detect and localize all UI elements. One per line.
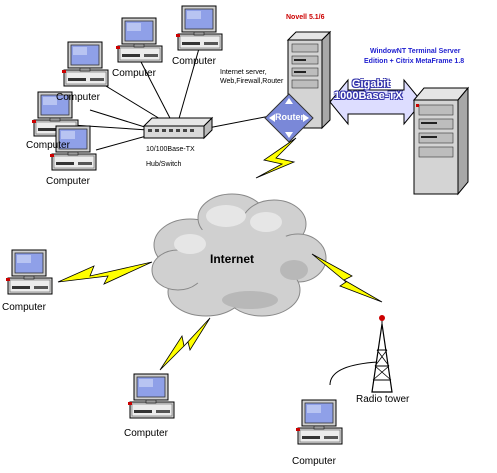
computer-4-label: Computer — [26, 140, 70, 151]
computer-3 — [61, 41, 109, 87]
hub-type-label: Hub/Switch — [146, 161, 182, 168]
router-icon — [264, 93, 314, 143]
radio-tower-label: Radio tower — [356, 394, 410, 405]
hub-model-label: 10/100Base-TX — [146, 146, 195, 153]
computer-2 — [175, 5, 223, 51]
terminal-server-label-line-2: Edition + Citrix MetaFrame 1.8 — [364, 58, 465, 65]
computer-remote-right — [295, 399, 343, 445]
computer-remote-left — [5, 249, 53, 295]
computer-1 — [115, 17, 163, 63]
gigabit-label-line-2: 1000Base-TX — [334, 90, 403, 102]
computer-remote-left-label: Computer — [2, 302, 46, 313]
hub-switch — [142, 116, 214, 140]
computer-3-label: Computer — [56, 92, 100, 103]
internet-label: Internet — [210, 252, 255, 266]
gigabit-label-line-1: Gigabit — [352, 78, 390, 90]
lightning-bolt-router — [255, 137, 297, 179]
internet-cloud — [151, 193, 327, 317]
computer-1-label: Computer — [112, 68, 156, 79]
server-role-line-1: Internet server, — [220, 69, 267, 76]
radio-tower-icon — [371, 315, 393, 393]
computer-2-label: Computer — [172, 56, 216, 67]
computer-remote-right-label: Computer — [292, 456, 336, 467]
lightning-bolt-bottom — [159, 317, 211, 371]
lightning-bolt-right — [311, 253, 383, 303]
terminal-server-label-line-1: WindowNT Terminal Server — [370, 48, 461, 55]
router-label: Router — [275, 112, 304, 122]
server-role-line-2: Web,Firewall,Router — [220, 78, 284, 85]
computer-remote-bottom-label: Computer — [124, 428, 168, 439]
computer-remote-bottom — [127, 373, 175, 419]
terminal-server — [412, 86, 470, 196]
lightning-bolt-left — [57, 261, 153, 285]
novell-server-label: Novell 5.1/6 — [286, 14, 325, 21]
computer-5-label: Computer — [46, 176, 90, 187]
